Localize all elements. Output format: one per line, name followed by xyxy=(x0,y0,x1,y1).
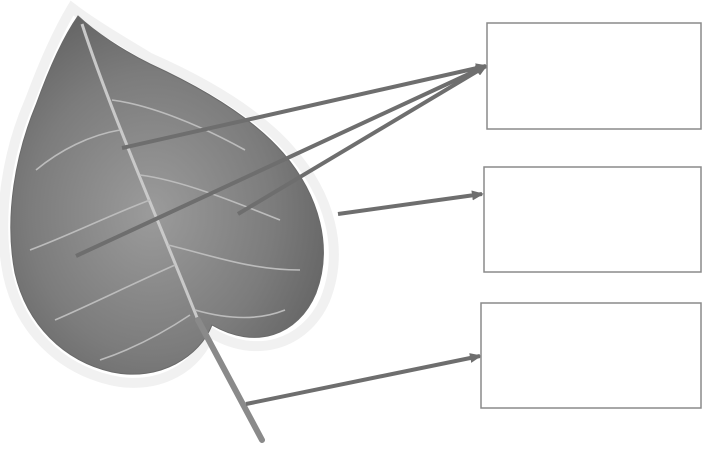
arrow-to-box-1-from-left-blade xyxy=(121,63,488,150)
label-box-2[interactable] xyxy=(483,166,702,273)
leaf-blade xyxy=(10,15,324,375)
arrow-to-box-2 xyxy=(337,190,484,216)
leaf-petiole xyxy=(195,317,265,443)
label-boxes xyxy=(480,22,702,409)
arrow-to-box-1-from-lower-left xyxy=(75,64,488,258)
arrow-to-box-1-from-right-blade xyxy=(236,64,488,216)
pointer-arrows xyxy=(75,63,488,406)
leaf-illustration xyxy=(0,0,339,443)
arrow-to-box-3 xyxy=(245,353,482,406)
label-box-1[interactable] xyxy=(486,22,702,130)
leaf-midrib xyxy=(80,23,200,321)
leaf-halo xyxy=(0,0,339,388)
label-box-3[interactable] xyxy=(480,302,702,409)
leaf-veins xyxy=(29,99,301,361)
